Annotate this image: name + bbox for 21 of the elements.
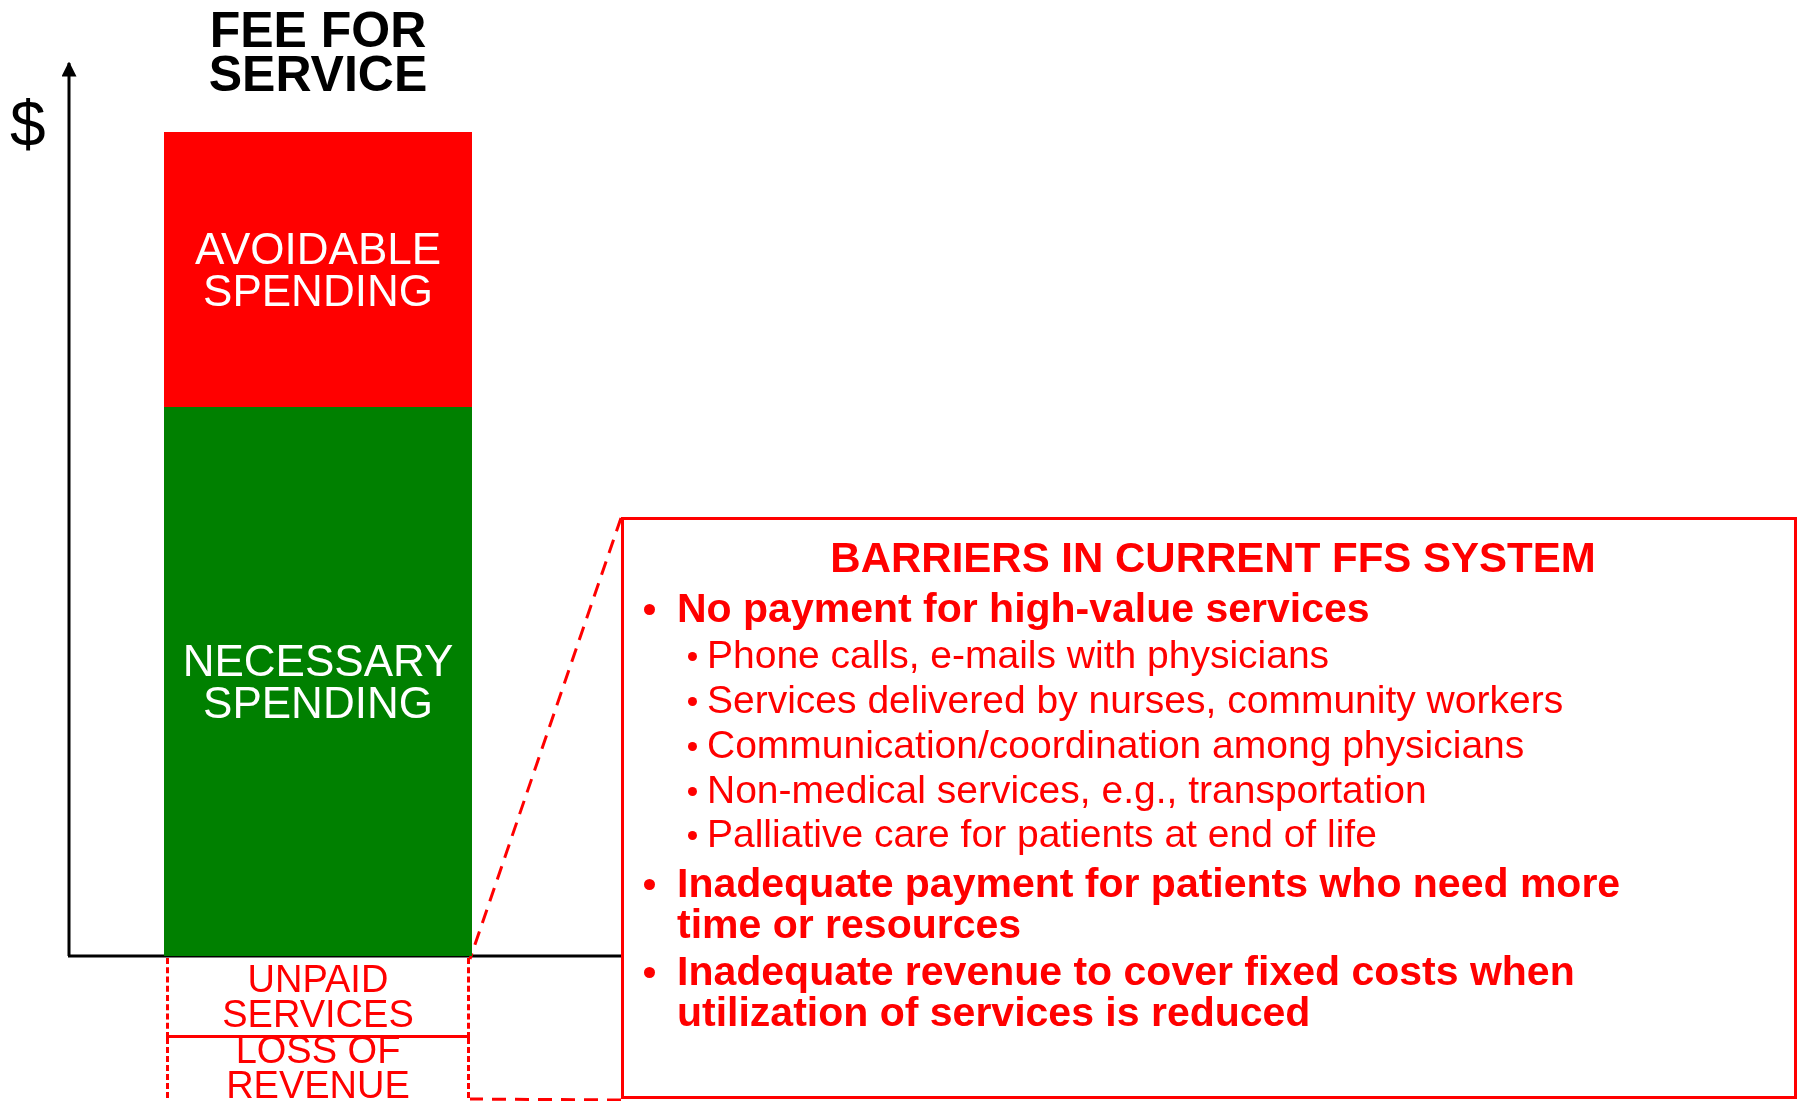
dashed-segment [166,1038,470,1098]
segment-label: AVOIDABLE SPENDING [193,227,443,312]
sub-bullet-text: Non-medical services, e.g., transportation [707,767,1427,813]
dashed-connector-line [470,1097,621,1101]
callout-box [621,517,1797,1099]
bullet-text: Inadequate payment for patients who need more time or resources [677,863,1622,946]
dashed-segment [166,958,470,1038]
bar-segment [164,132,472,407]
bullet-text: Inadequate revenue to cover fixed costs when utilization of services is reduced [677,951,1576,1034]
callout-heading: BARRIERS IN CURRENT FFS SYSTEM [829,534,1597,582]
bar-title: FEE FOR SERVICE [207,8,429,96]
sub-bullet-text: Communication/coordination among physicians [707,722,1525,768]
segment-label: NECESSARY SPENDING [181,639,455,724]
axis-label: $ [10,92,46,156]
segment-label: UNPAID SERVICES [221,961,415,1032]
sub-bullet-text: Services delivered by nurses, community workers [707,677,1564,723]
bar-segment [164,407,472,956]
sub-bullet-text: Phone calls, e-mails with physicians [707,633,1330,678]
sub-bullet-text: Palliative care for patients at end of life [707,812,1377,858]
bullet-text: No payment for high-value services [677,588,1370,629]
dashed-connector-line [468,517,623,960]
